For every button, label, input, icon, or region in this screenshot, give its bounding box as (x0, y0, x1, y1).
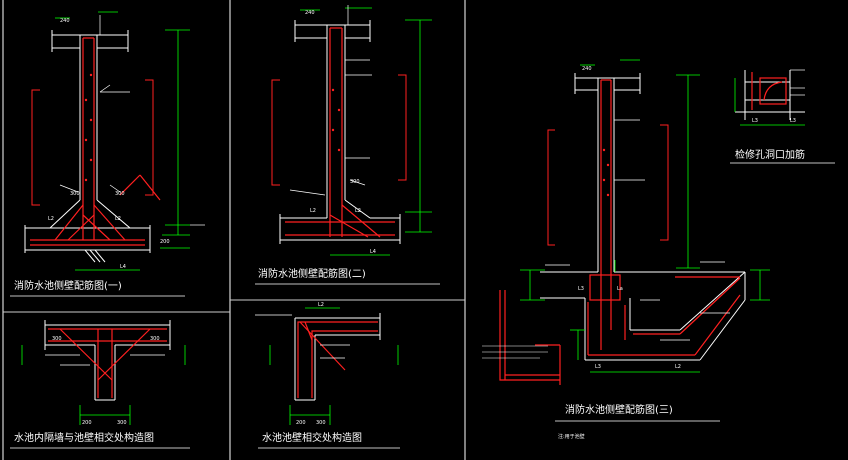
dim-label: 300 (350, 179, 360, 185)
dim-label: L3 (790, 118, 796, 124)
dim-label: L4 (370, 249, 376, 255)
section-1-wall: 240 300 300 L2 L2 L4 200 消防水池侧壁配筋图(一) (10, 11, 205, 297)
dim-label: L2 (310, 208, 316, 214)
dim-label: 300 (150, 336, 160, 342)
dim-label: 240 (305, 10, 315, 16)
dim-label: L3 (578, 286, 584, 292)
dim-label: 300 (52, 336, 62, 342)
dim-label: L2 (355, 208, 361, 214)
section-2-title: 消防水池侧壁配筋图(二) (258, 267, 366, 280)
panel-borders (2, 0, 466, 460)
opening-title: 检修孔洞口加筋 (735, 148, 805, 161)
section-3-title: 消防水池侧壁配筋图(三) (565, 403, 673, 416)
dim-label: L4 (120, 264, 126, 270)
dim-label: La (617, 286, 623, 292)
dim-label: L3 (595, 364, 601, 370)
dim-label: L2 (675, 364, 681, 370)
dim-label: L3 (752, 118, 758, 124)
dim-label: 200 (160, 239, 170, 245)
dim-label: L2 (318, 302, 324, 308)
section-1-title: 消防水池侧壁配筋图(一) (14, 279, 122, 292)
section-2-wall: 240 300 L2 L2 L4 消防水池侧壁配筋图(二) (255, 5, 440, 285)
joint-1-title: 水池内隔墙与池壁相交处构造图 (14, 431, 154, 444)
dim-label: L2 (115, 216, 121, 222)
dim-label: 300 (70, 191, 80, 197)
dim-label: 200 (82, 420, 92, 426)
dim-label: 240 (582, 66, 592, 72)
dim-label: 300 (316, 420, 326, 426)
dim-label: 300 (117, 420, 127, 426)
joint-2-detail: L2 200 300 水池池壁相交处构造图 (255, 302, 400, 449)
joint-1-detail: 200 300 300 300 水池内隔墙与池壁相交处构造图 (10, 320, 190, 449)
dim-label: 200 (296, 420, 306, 426)
section-3-note: 注:用于池壁 (558, 433, 585, 440)
dim-label: 300 (115, 191, 125, 197)
joint-2-title: 水池池壁相交处构造图 (262, 431, 362, 444)
section-3-wall: 240 L3 L3 L2 La 消防水池侧壁配筋图(三) 注:用于池壁 (482, 59, 770, 440)
opening-detail: L3 L3 检修孔洞口加筋 (730, 69, 835, 164)
dim-label: 240 (60, 18, 70, 24)
dim-label: L2 (48, 216, 54, 222)
